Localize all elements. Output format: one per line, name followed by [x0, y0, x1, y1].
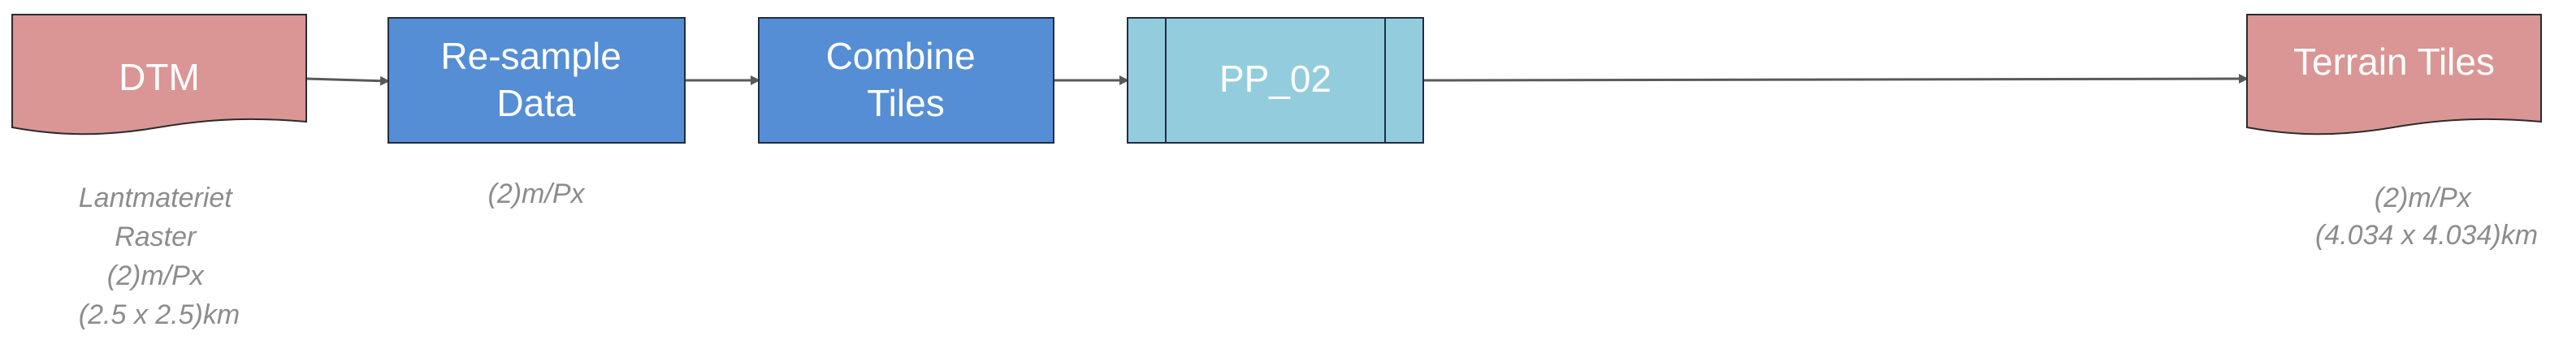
node-resample[interactable]: Re-sample Data	[387, 17, 686, 144]
node-resample-label: Re-sample Data	[440, 35, 631, 124]
node-dtm[interactable]: DTM	[11, 14, 307, 135]
caption-terrain: (2)m/Px (4.034 x 4.034)km	[2315, 183, 2538, 251]
node-terrain-label: Terrain Tiles	[2293, 41, 2495, 83]
node-combine-label-line-1: Combine	[826, 35, 976, 77]
caption-terrain-line-1: (2)m/Px	[2375, 183, 2472, 213]
node-resample-shape	[387, 17, 686, 144]
caption-dtm-line-4: (2.5 x 2.5)km	[79, 299, 240, 330]
caption-dtm-line-1: Lantmateriet	[79, 183, 234, 213]
caption-terrain-line-2: (4.034 x 4.034)km	[2315, 220, 2538, 251]
node-combine-label: Combine Tiles	[826, 35, 986, 124]
node-combine-label-line-2: Tiles	[867, 82, 944, 124]
node-combine-shape	[758, 17, 1054, 144]
node-terrain[interactable]: Terrain Tiles	[2246, 14, 2542, 135]
node-pp02-label: PP_02	[1219, 58, 1331, 100]
node-pp02[interactable]: PP_02	[1127, 17, 1424, 144]
caption-resample: (2)m/Px	[488, 178, 586, 209]
caption-dtm-line-2: Raster	[115, 221, 197, 252]
node-dtm-label-line: DTM	[119, 56, 200, 98]
connector-dtm-to-resample	[305, 75, 390, 86]
node-pp02-label-line: PP_02	[1219, 58, 1331, 100]
node-dtm-label: DTM	[119, 56, 200, 98]
node-terrain-shape	[2246, 14, 2542, 135]
node-combine[interactable]: Combine Tiles	[758, 17, 1054, 144]
connector-pp02-to-terrain	[1422, 74, 2249, 84]
node-resample-label-line-1: Re-sample	[440, 35, 621, 77]
node-pp02-shape	[1127, 17, 1424, 144]
caption-dtm-line-3: (2)m/Px	[107, 260, 205, 291]
node-terrain-label-line: Terrain Tiles	[2293, 41, 2495, 83]
caption-dtm: Lantmateriet Raster (2)m/Px (2.5 x 2.5)k…	[79, 183, 240, 330]
connectors	[305, 74, 2249, 86]
caption-resample-line-1: (2)m/Px	[488, 178, 586, 209]
node-dtm-shape	[11, 14, 307, 135]
node-resample-label-line-2: Data	[496, 82, 576, 124]
